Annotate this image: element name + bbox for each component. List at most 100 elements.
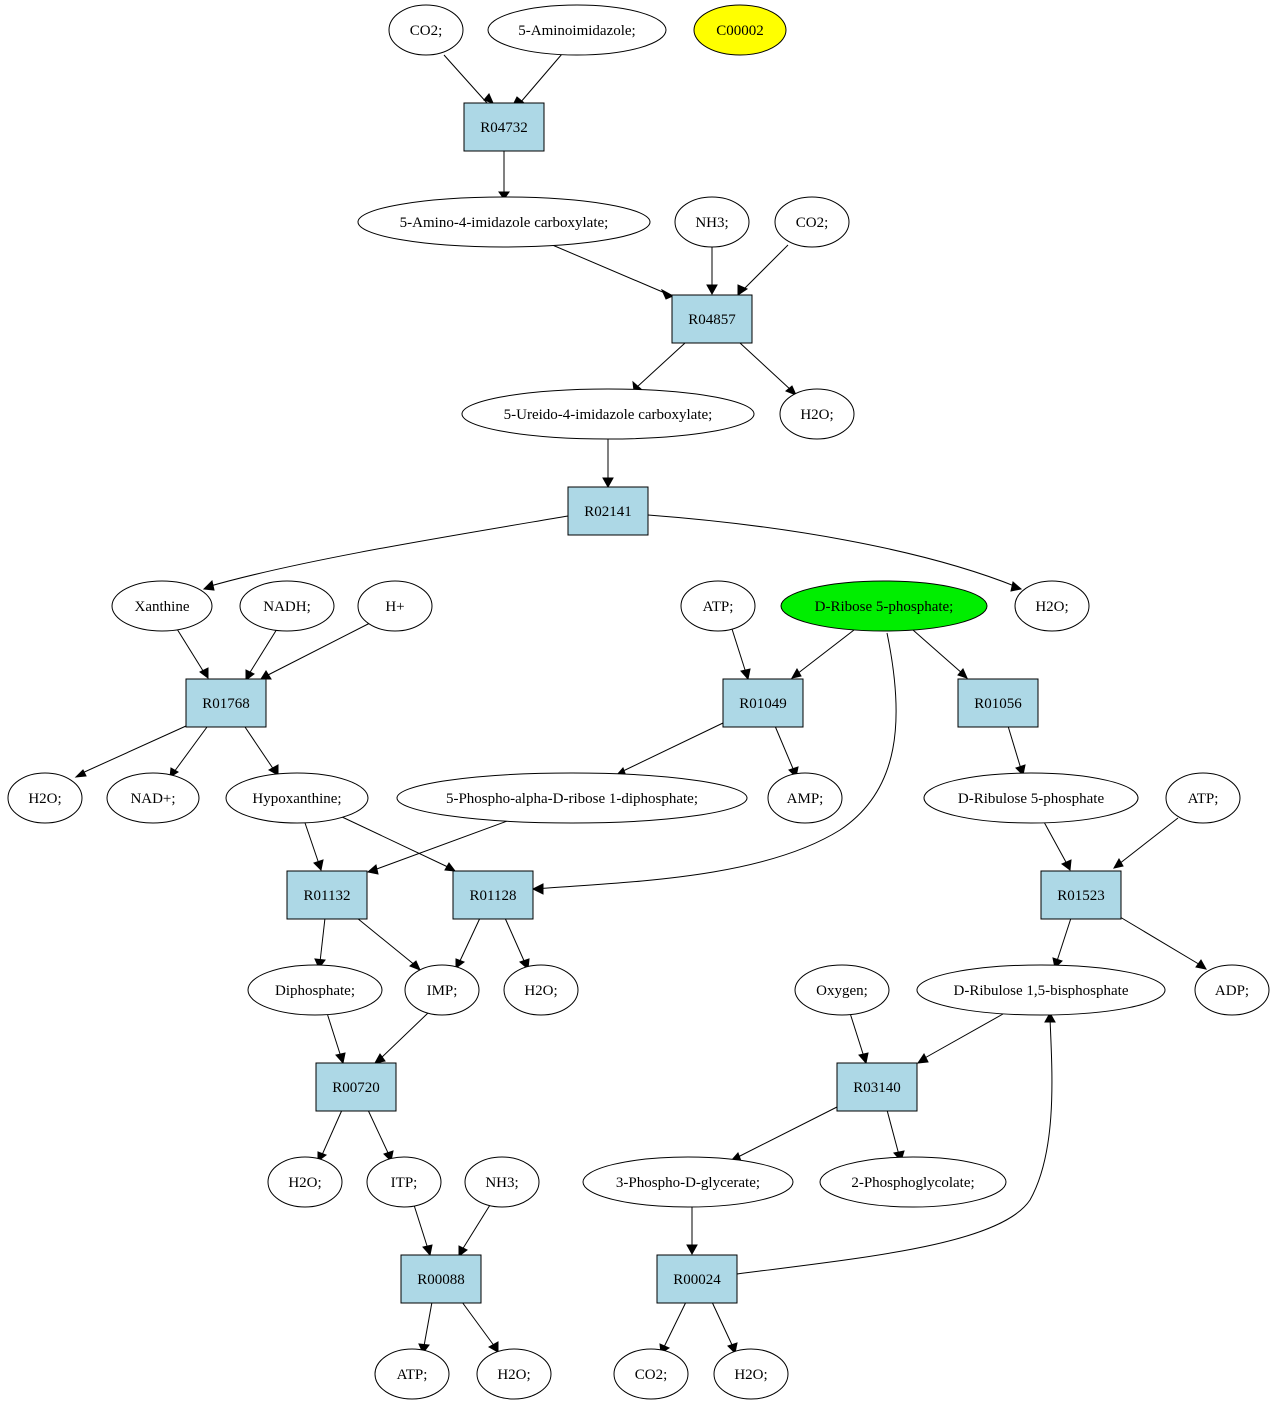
compound-nadh[interactable]: NADH; bbox=[239, 580, 335, 632]
reaction-r04732[interactable]: R04732 bbox=[463, 102, 545, 152]
svg-text:R04857: R04857 bbox=[688, 312, 736, 328]
reaction-r02141[interactable]: R02141 bbox=[567, 486, 649, 536]
svg-text:H2O;: H2O; bbox=[28, 791, 61, 807]
compound-hypoxanthine[interactable]: Hypoxanthine; bbox=[225, 772, 369, 824]
compound-c00002-highlighted[interactable]: C00002 bbox=[693, 4, 787, 56]
compound-h2o-r01768[interactable]: H2O; bbox=[7, 772, 83, 824]
compound-2-phosphoglycolate[interactable]: 2-Phosphoglycolate; bbox=[819, 1156, 1007, 1208]
edge-nh3-to-r04857 bbox=[706, 247, 718, 296]
svg-text:Xanthine: Xanthine bbox=[135, 599, 190, 615]
edge-oxygen-to-r03140 bbox=[849, 1012, 869, 1065]
svg-text:R01768: R01768 bbox=[202, 696, 250, 712]
compound-co2-r00024[interactable]: CO2; bbox=[613, 1348, 689, 1400]
compound-h2o-r00720[interactable]: H2O; bbox=[267, 1156, 343, 1208]
edge-r02141-to-xanthine bbox=[202, 515, 569, 591]
compound-d-ribulose-1-5-bisphosphate[interactable]: D-Ribulose 1,5-bisphosphate bbox=[916, 964, 1166, 1016]
svg-text:D-Ribulose 5-phosphate: D-Ribulose 5-phosphate bbox=[958, 791, 1105, 807]
compound-h2o-r04857[interactable]: H2O; bbox=[779, 388, 855, 440]
reaction-r01523[interactable]: R01523 bbox=[1040, 870, 1122, 920]
reaction-r01132[interactable]: R01132 bbox=[286, 870, 368, 920]
compound-itp[interactable]: ITP; bbox=[366, 1156, 442, 1208]
reaction-r01768[interactable]: R01768 bbox=[185, 678, 267, 728]
compound-xanthine[interactable]: Xanthine bbox=[111, 580, 213, 632]
svg-text:5-Amino-4-imidazole carboxylat: 5-Amino-4-imidazole carboxylate; bbox=[400, 215, 609, 231]
compound-oxygen[interactable]: Oxygen; bbox=[794, 964, 890, 1016]
svg-text:H+: H+ bbox=[385, 599, 404, 615]
reaction-r00024[interactable]: R00024 bbox=[656, 1254, 738, 1304]
compound-h-plus[interactable]: H+ bbox=[357, 580, 433, 632]
compound-h2o-r02141[interactable]: H2O; bbox=[1014, 580, 1090, 632]
svg-text:NH3;: NH3; bbox=[485, 1175, 518, 1191]
svg-text:Hypoxanthine;: Hypoxanthine; bbox=[252, 791, 341, 807]
edge-hplus-to-r01768 bbox=[260, 622, 371, 680]
svg-text:H2O;: H2O; bbox=[497, 1367, 530, 1383]
edge-ureido-to-r02141 bbox=[602, 438, 614, 489]
compound-atp-r01049[interactable]: ATP; bbox=[680, 580, 756, 632]
compound-3-phospho-d-glycerate[interactable]: 3-Phospho-D-glycerate; bbox=[582, 1156, 794, 1208]
compound-5-ureido-4-imidazole-carboxylate[interactable]: 5-Ureido-4-imidazole carboxylate; bbox=[461, 388, 755, 440]
svg-text:R00720: R00720 bbox=[332, 1080, 380, 1096]
compound-co2-mid[interactable]: CO2; bbox=[774, 196, 850, 248]
compound-5-amino-4-imidazole-carboxylate[interactable]: 5-Amino-4-imidazole carboxylate; bbox=[357, 196, 651, 248]
compound-d-ribulose-5-phosphate[interactable]: D-Ribulose 5-phosphate bbox=[923, 772, 1139, 824]
edge-r00088-to-atp bbox=[418, 1301, 433, 1354]
edge-r01128-to-imp bbox=[455, 917, 481, 969]
svg-text:CO2;: CO2; bbox=[796, 215, 829, 231]
edge-r04857-to-h2o bbox=[739, 342, 797, 396]
svg-text:R02141: R02141 bbox=[584, 504, 632, 520]
svg-text:R00088: R00088 bbox=[417, 1272, 465, 1288]
compound-5-aminoimidazole[interactable]: 5-Aminoimidazole; bbox=[487, 4, 667, 56]
reaction-r00088[interactable]: R00088 bbox=[400, 1254, 482, 1304]
edge-prpp-to-r01132 bbox=[366, 819, 511, 875]
compound-atp-r00088[interactable]: ATP; bbox=[374, 1348, 450, 1400]
edge-ribose5p-to-r01049 bbox=[791, 629, 855, 679]
edge-r01049-to-amp bbox=[774, 725, 799, 779]
edge-diphosphate-to-r00720 bbox=[326, 1012, 346, 1065]
edge-co2-to-r04857 bbox=[737, 244, 789, 296]
svg-text:ITP;: ITP; bbox=[391, 1175, 418, 1191]
reaction-r01056[interactable]: R01056 bbox=[957, 678, 1039, 728]
reaction-r04857[interactable]: R04857 bbox=[671, 294, 753, 344]
compound-co2-top[interactable]: CO2; bbox=[388, 4, 464, 56]
edge-imp-to-r00720 bbox=[374, 1012, 429, 1064]
compound-imp[interactable]: IMP; bbox=[404, 964, 480, 1016]
compound-atp-r01523[interactable]: ATP; bbox=[1165, 772, 1241, 824]
edge-r00024-to-h2o bbox=[711, 1301, 738, 1355]
compound-adp[interactable]: ADP; bbox=[1194, 964, 1270, 1016]
compound-h2o-r00024[interactable]: H2O; bbox=[713, 1348, 789, 1400]
reaction-r00720[interactable]: R00720 bbox=[315, 1062, 397, 1112]
compound-nh3-r00088[interactable]: NH3; bbox=[464, 1156, 540, 1208]
edge-atp-to-r01523 bbox=[1113, 817, 1179, 869]
edge-co2-to-r04732 bbox=[443, 54, 494, 104]
compound-5-phospho-alpha-d-ribose-1-diphosphate[interactable]: 5-Phospho-alpha-D-ribose 1-diphosphate; bbox=[396, 772, 748, 824]
svg-text:NH3;: NH3; bbox=[695, 215, 728, 231]
edge-r01132-to-diphosphate bbox=[314, 917, 326, 969]
edge-r00024-to-co2 bbox=[659, 1301, 687, 1354]
svg-text:NAD+;: NAD+; bbox=[130, 791, 175, 807]
svg-text:2-Phosphoglycolate;: 2-Phosphoglycolate; bbox=[851, 1175, 974, 1191]
compound-diphosphate[interactable]: Diphosphate; bbox=[247, 964, 383, 1016]
svg-text:ATP;: ATP; bbox=[1188, 791, 1219, 807]
edge-itp-to-r00088 bbox=[413, 1204, 433, 1257]
svg-text:R01049: R01049 bbox=[739, 696, 787, 712]
compound-h2o-r01128[interactable]: H2O; bbox=[503, 964, 579, 1016]
svg-text:R03140: R03140 bbox=[853, 1080, 901, 1096]
edge-ribose5p-to-r01056 bbox=[912, 629, 968, 679]
reaction-r01128[interactable]: R01128 bbox=[452, 870, 534, 920]
edge-nh3-to-r00088 bbox=[458, 1204, 491, 1257]
edge-rubp-to-r03140 bbox=[916, 1013, 1004, 1064]
compound-h2o-r00088[interactable]: H2O; bbox=[476, 1348, 552, 1400]
edge-hypoxanthine-to-r01128 bbox=[339, 815, 457, 872]
svg-text:H2O;: H2O; bbox=[800, 407, 833, 423]
compound-nad-plus[interactable]: NAD+; bbox=[106, 772, 200, 824]
svg-text:Oxygen;: Oxygen; bbox=[816, 983, 868, 999]
svg-text:5-Phospho-alpha-D-ribose 1-dip: 5-Phospho-alpha-D-ribose 1-diphosphate; bbox=[446, 791, 698, 807]
compound-d-ribose-5-phosphate-highlighted[interactable]: D-Ribose 5-phosphate; bbox=[780, 580, 988, 632]
reaction-r01049[interactable]: R01049 bbox=[722, 678, 804, 728]
reaction-r03140[interactable]: R03140 bbox=[836, 1062, 918, 1112]
edge-r00024-to-rubp bbox=[736, 1011, 1056, 1275]
compound-nh3-top[interactable]: NH3; bbox=[674, 196, 750, 248]
edge-r01056-to-ribulose5p bbox=[1007, 725, 1026, 777]
svg-text:AMP;: AMP; bbox=[787, 791, 824, 807]
compound-amp[interactable]: AMP; bbox=[767, 772, 843, 824]
